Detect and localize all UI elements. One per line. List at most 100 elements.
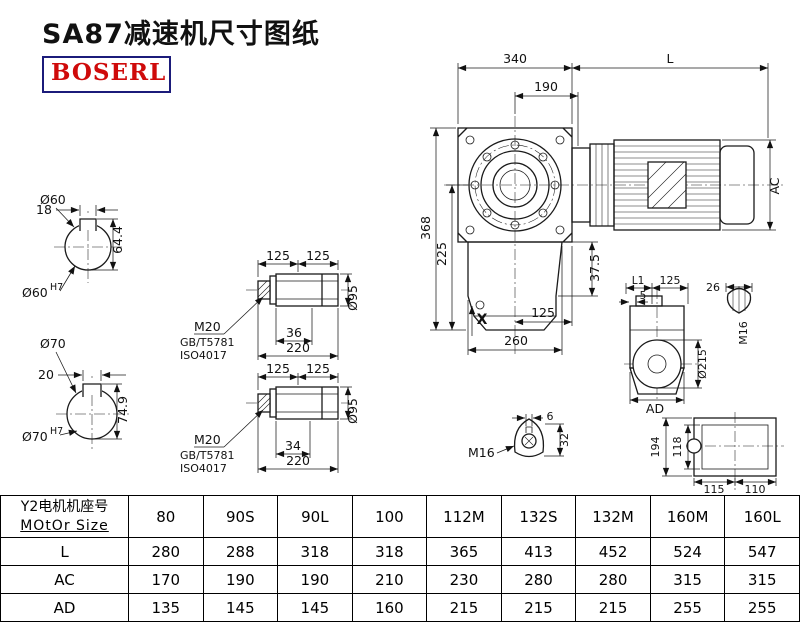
- cell-AD-1: 135: [128, 593, 204, 622]
- dim-rear-118: 118: [671, 437, 684, 458]
- dim-keyway70-width: 20: [38, 367, 54, 382]
- dim-bottom-260: 260: [504, 333, 528, 348]
- dim-seg2-top: 125: [306, 248, 330, 263]
- header-en: MOtOr Size: [20, 517, 109, 534]
- dim-L1: L1: [632, 275, 645, 287]
- dim-bore60-height: 64.4: [110, 226, 125, 254]
- view-shaft-end: 6 32 M16: [468, 410, 571, 460]
- dim-hub-dia-215: Ø215: [696, 349, 709, 379]
- row-label-L: L: [0, 537, 129, 566]
- standard-iso-bottom: ISO4017: [180, 462, 227, 475]
- cell-AC-1: 170: [128, 565, 204, 594]
- view-rear-base: 194 118 115 110: [649, 412, 784, 496]
- standard-gb-bottom: GB/T5781: [180, 449, 235, 462]
- cell-AC-7: 280: [575, 565, 651, 594]
- dim-bore70-height: 74.9: [115, 396, 130, 424]
- cell-AC-9: 315: [724, 565, 800, 594]
- header-cn: Y2电机机座号: [20, 498, 109, 515]
- size-col-2: 90S: [202, 495, 279, 538]
- cell-AC-8: 315: [649, 565, 726, 594]
- dim-height-368: 368: [418, 216, 433, 240]
- cell-AC-3: 190: [277, 565, 353, 594]
- dim-end-32: 32: [558, 433, 571, 447]
- cell-AD-8: 255: [649, 593, 726, 622]
- table-row-AD: AD 135 145 145 160 215 215 215 255 255: [0, 593, 800, 622]
- technical-drawing: Ø60 18 64.4 Ø60 H7 Ø70 20 74.9 Ø70: [22, 51, 786, 496]
- dim-keyway60-width: 18: [36, 202, 52, 217]
- table-header-row: Y2电机机座号 MOtOr Size 80 90S 90L 100 112M 1…: [0, 495, 800, 538]
- size-col-8: 160M: [649, 495, 726, 538]
- dim-hub-top: 36: [286, 325, 302, 340]
- datum-x-mark: X: [477, 312, 488, 328]
- dim-total-top: 220: [286, 340, 310, 355]
- thread-callout-top: M20: [194, 319, 221, 334]
- dim-dia95-top: Ø95: [345, 285, 360, 311]
- dim-gearbox-width: 340: [503, 51, 527, 66]
- cell-L-5: 365: [426, 537, 502, 566]
- cell-L-8: 524: [649, 537, 726, 566]
- view-shaft-bore-60: Ø60 18 64.4 Ø60 H7: [22, 192, 125, 300]
- dim-bore60-fit-tol: H7: [50, 282, 63, 293]
- dim-bore60-label: Ø60: [40, 192, 66, 207]
- dim-seg2-bottom: 125: [306, 361, 330, 376]
- page-title: SA87减速机尺寸图纸: [42, 19, 320, 50]
- table-row-AC: AC 170 190 190 210 230 280 280 315 315: [0, 565, 800, 594]
- row-label-AD: AD: [0, 593, 129, 622]
- size-col-5: 112M: [426, 495, 502, 538]
- dim-motor-length-L: L: [667, 51, 674, 66]
- dim-motor-AD: AD: [646, 401, 664, 416]
- dim-bottom-125: 125: [531, 305, 555, 320]
- cell-AD-2: 145: [202, 593, 279, 622]
- dim-foot-37-5: 37.5: [587, 254, 602, 282]
- motor-size-table: Y2电机机座号 MOtOr Size 80 90S 90L 100 112M 1…: [0, 495, 800, 622]
- cell-AD-7: 215: [575, 593, 651, 622]
- size-col-7: 132M: [575, 495, 651, 538]
- dim-side-5: 5: [640, 290, 647, 302]
- cell-AD-3: 145: [277, 593, 353, 622]
- table-header-motor-size: Y2电机机座号 MOtOr Size: [0, 495, 129, 538]
- cell-AC-2: 190: [202, 565, 279, 594]
- dim-center-height-225: 225: [434, 242, 449, 266]
- cell-L-9: 547: [724, 537, 800, 566]
- size-col-4: 100: [351, 495, 428, 538]
- cell-AD-4: 160: [351, 593, 428, 622]
- cell-AC-6: 280: [500, 565, 577, 594]
- cell-AC-4: 210: [351, 565, 428, 594]
- dim-flange-190: 190: [534, 79, 558, 94]
- dim-key-26: 26: [706, 281, 720, 294]
- dim-bore70-fit: Ø70: [22, 429, 48, 444]
- dim-seg1-bottom: 125: [266, 361, 290, 376]
- standard-iso-top: ISO4017: [180, 349, 227, 362]
- cell-AC-5: 230: [426, 565, 502, 594]
- view-side-gearbox: L1 125 5 Ø215 AD 26 M16: [619, 274, 753, 416]
- table-row-L: L 280 288 318 318 365 413 452 524 547: [0, 537, 800, 566]
- cell-AD-9: 255: [724, 593, 800, 622]
- dim-slot-6: 6: [547, 410, 554, 423]
- brand-logo: BOSERL: [42, 56, 171, 93]
- cell-AD-5: 215: [426, 593, 502, 622]
- cell-L-6: 413: [500, 537, 577, 566]
- standard-gb-top: GB/T5781: [180, 336, 235, 349]
- dim-bore70-label: Ø70: [40, 336, 66, 351]
- row-label-AC: AC: [0, 565, 129, 594]
- size-col-1: 80: [128, 495, 204, 538]
- view-hollow-shaft-bottom: 125 125 M20 GB/T5781 ISO4017 34 220 Ø95: [180, 361, 360, 475]
- cell-L-2: 288: [202, 537, 279, 566]
- dim-rear-115: 115: [704, 483, 725, 496]
- dim-total-bottom: 220: [286, 453, 310, 468]
- view-shaft-bore-70: Ø70 20 74.9 Ø70 H7: [22, 336, 130, 452]
- size-col-9: 160L: [724, 495, 800, 538]
- cell-L-1: 280: [128, 537, 204, 566]
- thread-callout-m16-side: M16: [737, 321, 750, 345]
- dim-motor-AC: AC: [767, 177, 782, 194]
- dim-rear-110: 110: [745, 483, 766, 496]
- cell-L-3: 318: [277, 537, 353, 566]
- cell-AD-6: 215: [500, 593, 577, 622]
- thread-callout-m16-end: M16: [468, 445, 495, 460]
- view-front-gearbox-motor: 340 L 190 368 225 37.5 125 260 X AC: [418, 51, 786, 355]
- dim-rear-194: 194: [649, 437, 662, 458]
- thread-callout-bottom: M20: [194, 432, 221, 447]
- cell-L-4: 318: [351, 537, 428, 566]
- dim-side-125: 125: [660, 274, 681, 287]
